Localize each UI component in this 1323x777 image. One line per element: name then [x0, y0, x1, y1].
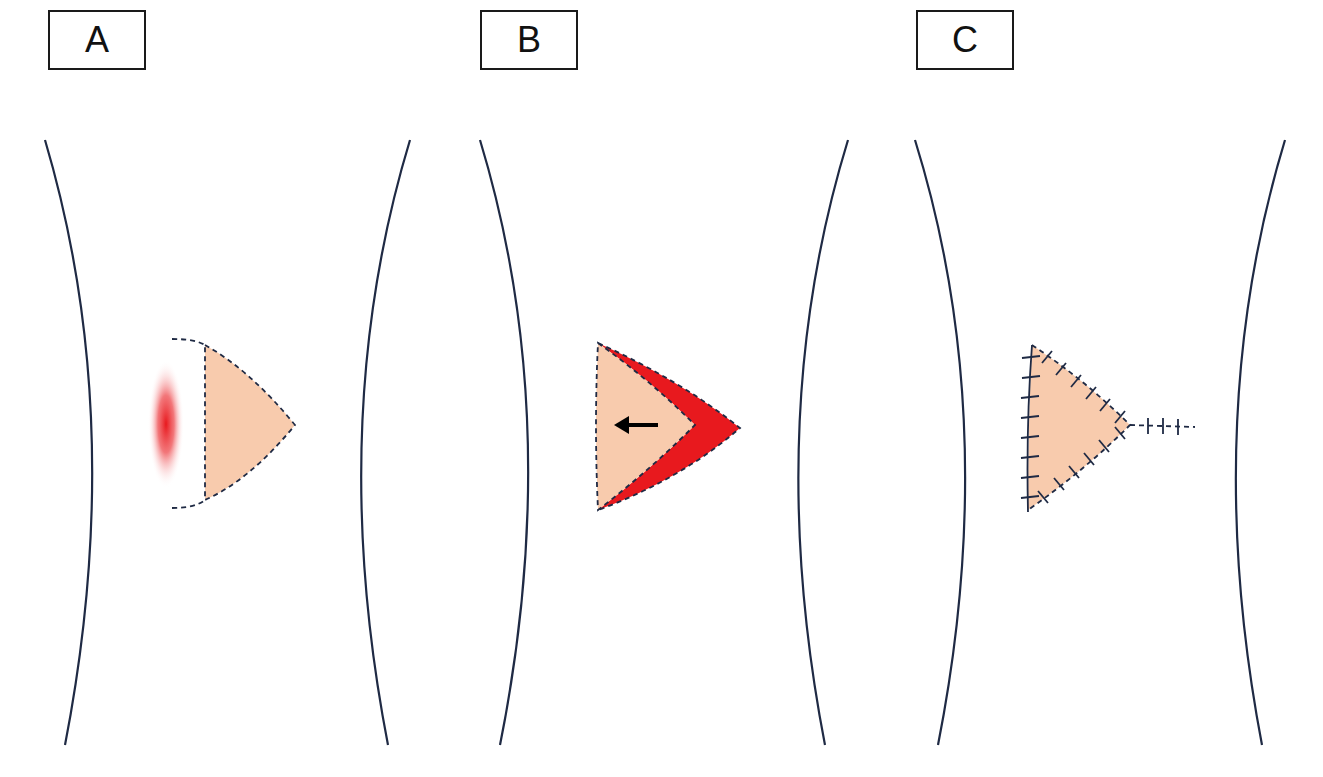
vessel-walls [45, 140, 1285, 745]
panel-label-box: C [916, 10, 1014, 70]
panel-label-box: A [48, 10, 146, 70]
panel-letter: C [952, 20, 978, 60]
panel-letter: A [85, 20, 109, 60]
panel-c-figure [1021, 345, 1195, 512]
panel-a-figure [148, 339, 295, 508]
panel-label-box: B [480, 10, 578, 70]
panel-b-figure [596, 343, 740, 510]
panel-letter: B [517, 20, 541, 60]
